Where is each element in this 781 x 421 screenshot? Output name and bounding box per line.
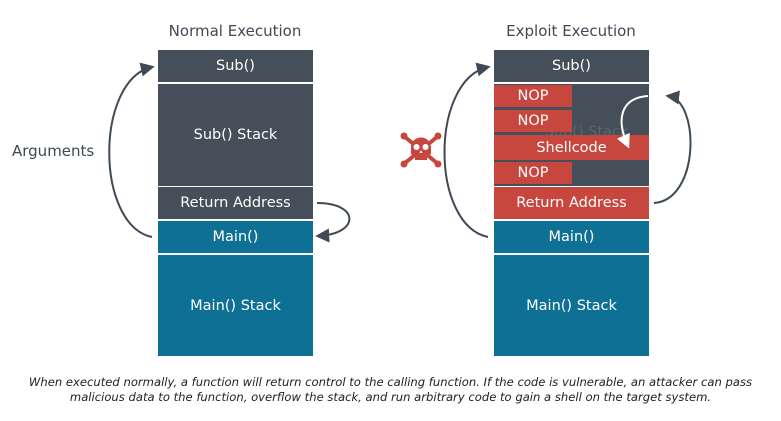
right-main-block: Main() [494, 221, 649, 255]
arguments-label: Arguments [12, 142, 95, 160]
caption-line-2: malicious data to the function, overflow… [69, 390, 712, 404]
left-sub-block: Sub() [158, 50, 313, 84]
right-sub-block: Sub() [494, 50, 649, 84]
normal-execution-title: Normal Execution [168, 22, 302, 40]
skull-crossbones-icon [400, 132, 442, 168]
left-sub-stack-block: Sub() Stack [158, 84, 313, 186]
right-main-stack-block: Main() Stack [494, 255, 649, 356]
right-hijack-arrow [653, 90, 692, 204]
left-arguments-arrow [108, 62, 155, 238]
right-return-address-block: Return Address [494, 187, 649, 219]
right-arguments-arrow [443, 62, 491, 238]
shellcode-block: Shellcode [494, 135, 649, 160]
figure-caption: When executed normally, a function will … [0, 375, 781, 405]
exploit-execution-title: Exploit Execution [506, 22, 636, 40]
nop-block-3: NOP [494, 162, 572, 184]
left-main-block: Main() [158, 221, 313, 255]
caption-line-1: When executed normally, a function will … [28, 375, 753, 389]
nop-block-1: NOP [494, 85, 572, 107]
left-main-stack-block: Main() Stack [158, 255, 313, 356]
left-return-arrow [315, 202, 351, 243]
nop-block-2: NOP [494, 110, 572, 132]
left-return-address-block: Return Address [158, 187, 313, 219]
